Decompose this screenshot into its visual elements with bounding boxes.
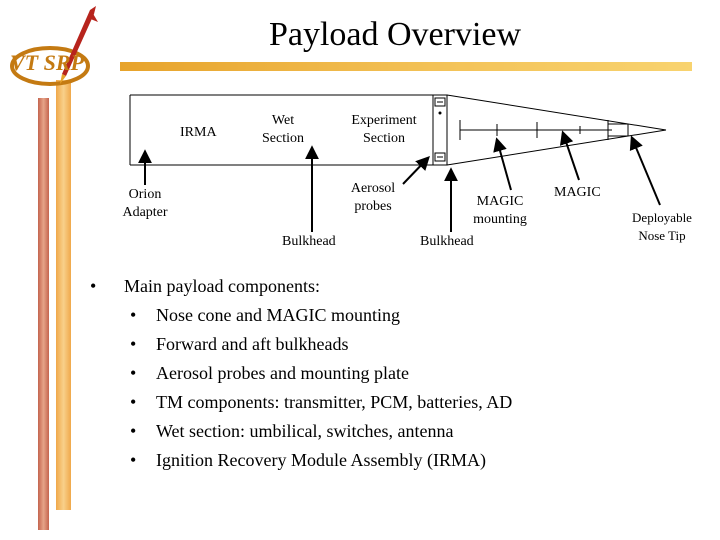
callout-arrows <box>138 130 661 232</box>
slide-title: Payload Overview <box>268 16 522 53</box>
label-irma: IRMA <box>180 125 217 140</box>
label-experiment-section: Experiment Section <box>351 113 417 146</box>
arrow-aerosol-probes <box>402 155 430 185</box>
list-item: •Nose cone and MAGIC mounting <box>130 305 400 325</box>
list-item: •Wet section: umbilical, switches, anten… <box>130 421 454 441</box>
title-underline <box>120 62 692 71</box>
label-bulkhead-right: Bulkhead <box>420 234 474 249</box>
label-orion-adapter: Orion Adapter <box>122 187 168 220</box>
payload-body <box>129 94 448 166</box>
arrow-magic-mounting <box>493 137 512 191</box>
bullet-heading: •Main payload components: <box>90 276 320 296</box>
label-wet-section: Wet Section <box>262 113 304 146</box>
list-item: •TM components: transmitter, PCM, batter… <box>130 392 513 412</box>
arrow-nose-tip <box>629 135 661 206</box>
list-item: •Aerosol probes and mounting plate <box>130 363 409 383</box>
components-bullet-list: •Main payload components: •Nose cone and… <box>90 272 512 475</box>
list-item: •Ignition Recovery Module Assembly (IRMA… <box>130 450 486 470</box>
label-deployable-nose-tip: Deployable Nose Tip <box>632 210 692 243</box>
nose-cone <box>446 94 667 166</box>
decorative-bar-left <box>38 98 49 530</box>
label-aerosol-probes: Aerosol probes <box>350 181 396 214</box>
label-bulkhead-left: Bulkhead <box>282 234 336 249</box>
list-item: •Forward and aft bulkheads <box>130 334 349 354</box>
arrow-magic <box>559 130 580 181</box>
label-magic: MAGIC <box>554 185 601 200</box>
vtsrp-logo <box>10 6 98 86</box>
label-magic-mounting: MAGIC mounting <box>473 194 527 227</box>
bulkhead-hardware <box>434 97 446 162</box>
logo-text: VT SRP <box>10 50 84 75</box>
decorative-bar-right <box>56 80 71 510</box>
